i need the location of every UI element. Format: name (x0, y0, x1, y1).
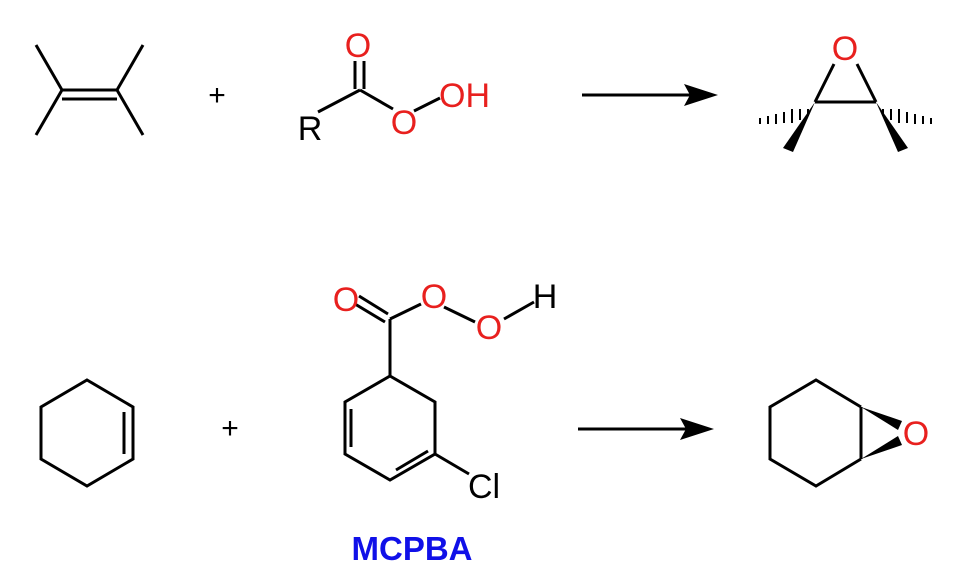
hashed-bond (759, 109, 809, 124)
mcpba-hydrogen: H (533, 278, 558, 316)
mcpba-carbonyl-oxygen: O (333, 281, 359, 319)
ester-oxygen: O (391, 104, 417, 142)
tetramethyl-epoxide: O (759, 30, 932, 152)
cyclohexene (39, 378, 135, 488)
wedge-bond (861, 407, 902, 430)
hashed-bond (882, 109, 932, 124)
r-group: R (298, 110, 323, 148)
mcpba-peroxy-oxygen-2: O (476, 309, 502, 347)
peroxy-acid: O R O OH (298, 27, 490, 148)
reaction-arrow-2 (578, 418, 714, 440)
carbonyl-oxygen: O (345, 27, 371, 65)
mcpba-structure: O O O H Cl (333, 278, 558, 506)
reaction-arrow-1 (582, 84, 718, 106)
epoxide-oxygen-1: O (832, 30, 858, 68)
hydroxyl-group: OH (439, 77, 490, 115)
plus-sign-2: + (221, 412, 239, 445)
epoxide-oxygen-2: O (903, 415, 929, 453)
tetramethylethylene (34, 44, 145, 136)
mcpba-label: MCPBA (352, 530, 473, 567)
plus-sign-1: + (208, 79, 226, 112)
mcpba-peroxy-oxygen-1: O (421, 278, 447, 316)
hydroxyl-label: OH (439, 77, 490, 115)
cyclohexene-oxide: O (768, 378, 929, 488)
wedge-bond (861, 436, 902, 459)
chlorine-atom: Cl (468, 468, 500, 506)
